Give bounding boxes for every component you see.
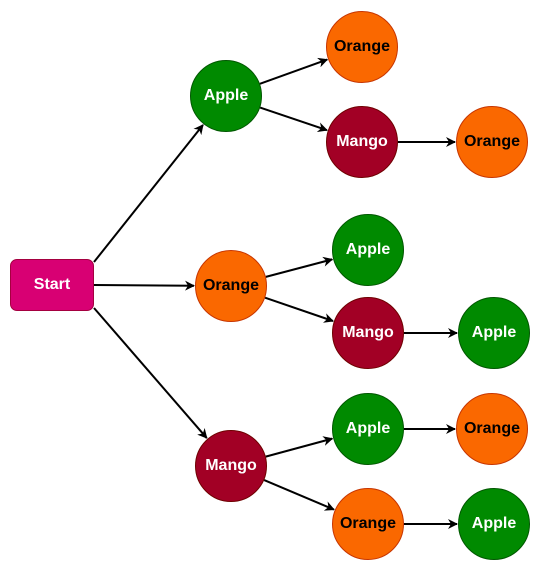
apple-node: Apple: [190, 60, 262, 132]
mango-node: Mango: [195, 430, 267, 502]
orange-node: Orange: [326, 11, 398, 83]
edge-arrow: [265, 436, 334, 458]
mango-node: Mango: [326, 106, 398, 178]
apple-node: Apple: [332, 393, 404, 465]
edge-arrow: [93, 307, 208, 439]
edge-arrow: [263, 479, 335, 511]
edge-arrow: [259, 106, 328, 132]
edge-arrow: [265, 256, 334, 278]
edge-arrow: [93, 280, 196, 291]
orange-node: Orange: [332, 488, 404, 560]
orange-node: Orange: [195, 250, 267, 322]
mango-node: Mango: [332, 297, 404, 369]
edge-arrow: [259, 57, 329, 85]
orange-node: Orange: [456, 106, 528, 178]
orange-node: Orange: [456, 393, 528, 465]
start-node: Start: [10, 259, 94, 311]
apple-node: Apple: [332, 214, 404, 286]
apple-node: Apple: [458, 297, 530, 369]
apple-node: Apple: [458, 488, 530, 560]
edge-arrow: [93, 124, 204, 263]
edge-arrow: [264, 296, 334, 323]
